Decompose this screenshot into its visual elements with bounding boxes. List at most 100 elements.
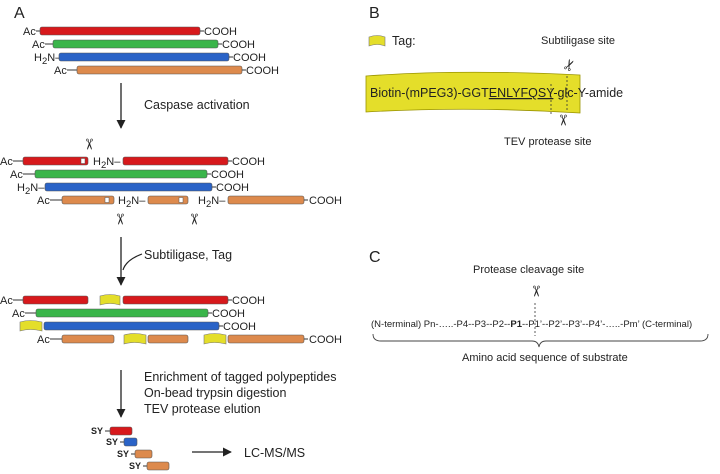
tev-site-label: TEV protease site (504, 136, 591, 148)
h2n-label: H2N– (93, 156, 121, 171)
cleavage-marker (178, 197, 184, 203)
protein-bar-red (39, 26, 201, 36)
peptide-orange-1 (134, 449, 153, 459)
tag-marker (19, 320, 43, 332)
protein-fragment-orange-1 (61, 195, 115, 205)
step-subtiligase-tag: Subtiligase, Tag (144, 248, 232, 262)
seq-right: --P1’--P2’--P3’--P4’-…..-Pm’ (C-terminal… (522, 319, 692, 330)
cooh-label: COOH (233, 52, 266, 64)
cleaved-proteins: Ac H2N– COOH Ac COOH H2N– COOH Ac H2N– H… (0, 156, 342, 210)
tag-seq-prefix: Biotin-(mPEG3)-GGT (370, 86, 489, 100)
ac-label: Ac (12, 308, 25, 320)
eluted-peptides: SY SY SY SY (91, 426, 170, 471)
h2n-label: H2N– (34, 52, 62, 67)
tag-seq-underlined: ENLYFQSY (489, 86, 555, 100)
intact-proteins: Ac COOH Ac COOH H2N– COOH Ac COOH (23, 26, 279, 77)
panel-c-letter: C (369, 249, 381, 266)
peptide-red (109, 426, 133, 436)
tag-marker (203, 333, 227, 345)
protein-bar-orange (76, 65, 243, 75)
seq-left: (N-terminal) Pn-…..-P4--P3--P2-- (371, 319, 510, 330)
sy-label: SY (129, 461, 141, 471)
step-enrichment: Enrichment of tagged polypeptides (144, 370, 337, 384)
scissors-icon: ✂ (111, 213, 128, 226)
protein-bar-blue (58, 52, 230, 62)
ac-label: Ac (10, 169, 23, 181)
h2n-h: H (17, 182, 25, 194)
cleavage-site-label: Protease cleavage site (473, 264, 584, 276)
sy-label: SY (106, 437, 118, 447)
protein-bar-green (34, 169, 208, 179)
ac-label: Ac (23, 26, 36, 38)
sy-label: SY (91, 426, 103, 436)
protein-fragment-orange-2 (147, 334, 189, 344)
protein-fragment-red-1 (22, 295, 89, 305)
ac-label: Ac (54, 65, 67, 77)
tag-legend-label: Tag: (392, 34, 416, 48)
protein-fragment-orange-3 (227, 334, 305, 344)
h2n-h: H (34, 52, 42, 64)
cleavage-marker (104, 197, 110, 203)
panel-b-letter: B (369, 5, 380, 22)
h2n-label: H2N– (198, 195, 226, 210)
tag-banner (365, 71, 581, 114)
cooh-label: COOH (216, 182, 249, 194)
cooh-label: COOH (309, 195, 342, 207)
ac-label: Ac (0, 156, 13, 168)
h2n-h: H (198, 195, 206, 207)
scissors-icon: ✂ (560, 56, 581, 75)
protein-fragment-orange-1 (61, 334, 115, 344)
cooh-label: COOH (232, 156, 265, 168)
step-tev-elution: TEV protease elution (144, 402, 261, 416)
lcms-label: LC-MS/MS (244, 446, 305, 460)
panel-a-letter: A (14, 5, 25, 22)
tag-legend-icon (368, 35, 386, 47)
protein-bar-green (52, 39, 219, 49)
ac-label: Ac (0, 295, 13, 307)
tagged-proteins: Ac COOH Ac COOH COOH Ac COOH (0, 294, 342, 346)
cooh-label: COOH (232, 295, 265, 307)
h2n-h: H (118, 195, 126, 207)
h2n-sub: 2 (126, 199, 131, 210)
h2n-n: N– (30, 182, 45, 194)
h2n-n: N– (47, 52, 62, 64)
tag-seq-suffix: -glc-Y-amide (553, 86, 623, 100)
subtiligase-site-label: Subtiligase site (541, 35, 615, 47)
peptide-blue (123, 437, 138, 447)
scissors-icon: ✂ (527, 285, 544, 298)
h2n-label: H2N– (17, 182, 45, 197)
substrate-brace (372, 333, 709, 348)
h2n-n: N– (131, 195, 146, 207)
cooh-label: COOH (204, 26, 237, 38)
substrate-sequence: (N-terminal) Pn-…..-P4--P3--P2--P1--P1’-… (371, 319, 692, 330)
cooh-label: COOH (212, 308, 245, 320)
scissors-icon: ✂ (80, 138, 97, 151)
cooh-label: COOH (223, 321, 256, 333)
h2n-sub: 2 (101, 160, 106, 171)
tag-marker (123, 333, 147, 345)
tag-marker (99, 294, 121, 306)
ac-label: Ac (32, 39, 45, 51)
protein-fragment-red-2 (122, 295, 229, 305)
protein-fragment-orange-3 (227, 195, 305, 205)
h2n-label: H2N– (118, 195, 146, 210)
substrate-label: Amino acid sequence of substrate (462, 352, 628, 364)
cooh-label: COOH (309, 334, 342, 346)
step-caspase-activation: Caspase activation (144, 98, 250, 112)
protein-bar-green (35, 308, 209, 318)
scissors-icon: ✂ (185, 213, 202, 226)
h2n-sub: 2 (25, 186, 30, 197)
h2n-sub: 2 (42, 56, 47, 67)
tag-sequence: Biotin-(mPEG3)-GGTENLYFQSY-glc-Y-amide (370, 86, 623, 100)
cooh-label: COOH (222, 39, 255, 51)
sy-label: SY (117, 449, 129, 459)
cooh-label: COOH (211, 169, 244, 181)
peptide-orange-2 (146, 461, 170, 471)
protein-fragment-orange-2 (147, 195, 189, 205)
side-arrow (122, 253, 143, 271)
ac-label: Ac (37, 195, 50, 207)
h2n-h: H (93, 156, 101, 168)
protein-fragment-red-2 (122, 156, 229, 166)
seq-p1: P1 (510, 319, 522, 330)
